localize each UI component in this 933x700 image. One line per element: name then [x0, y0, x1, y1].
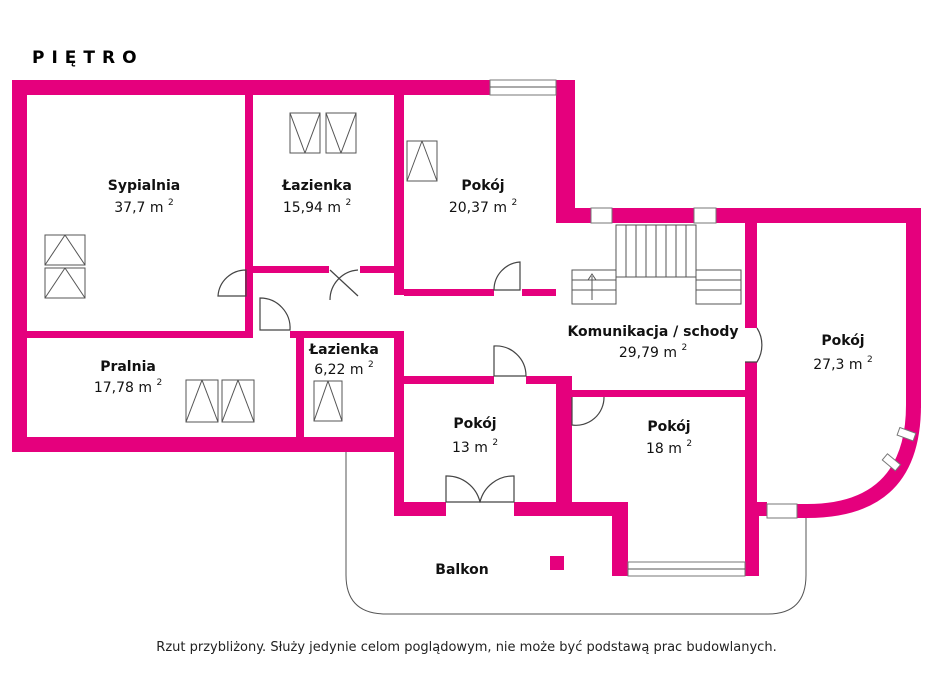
room-pokoj-2: Pokój 27,3 m 2 [813, 333, 872, 373]
balcony-outline [345, 450, 807, 615]
room-name: Pralnia [100, 359, 156, 375]
room-name: Łazienka [308, 342, 379, 358]
room-name: Balkon [435, 562, 488, 578]
room-area: 29,79 m 2 [619, 343, 687, 361]
room-area: 6,22 m 2 [314, 360, 373, 378]
room-area: 17,78 m 2 [94, 378, 162, 396]
curved-wall [797, 405, 921, 518]
room-area: 27,3 m 2 [813, 355, 872, 373]
room-area: 18 m 2 [646, 439, 692, 457]
staircase [571, 224, 742, 305]
room-name: Pokój [461, 178, 504, 194]
doors [217, 261, 763, 503]
room-balkon: Balkon [435, 562, 488, 578]
room-pralnia: Pralnia 17,78 m 2 [94, 359, 162, 396]
walls [12, 80, 921, 576]
windows [489, 79, 917, 577]
room-lazienka-2: Łazienka 6,22 m 2 [308, 342, 379, 378]
room-name: Pokój [647, 419, 690, 435]
room-labels: Sypialnia 37,7 m 2 Łazienka 15,94 m 2 Po… [94, 178, 873, 578]
room-pokoj-4: Pokój 18 m 2 [646, 419, 692, 457]
room-name: Pokój [821, 333, 864, 349]
room-name: Pokój [453, 416, 496, 432]
balcony-post [550, 556, 564, 570]
room-name: Komunikacja / schody [567, 324, 738, 340]
room-lazienka-1: Łazienka 15,94 m 2 [281, 178, 352, 216]
room-pokoj-1: Pokój 20,37 m 2 [449, 178, 517, 216]
room-area: 13 m 2 [452, 438, 498, 456]
room-sypialnia: Sypialnia 37,7 m 2 [108, 178, 181, 216]
floor-title: PIĘTRO [32, 48, 144, 68]
room-area: 20,37 m 2 [449, 198, 517, 216]
skylights [44, 112, 438, 423]
room-name: Łazienka [281, 178, 352, 194]
room-komunikacja: Komunikacja / schody 29,79 m 2 [567, 324, 738, 361]
room-area: 15,94 m 2 [283, 198, 351, 216]
room-name: Sypialnia [108, 178, 181, 194]
room-area: 37,7 m 2 [114, 198, 173, 216]
room-pokoj-3: Pokój 13 m 2 [452, 416, 498, 456]
footer-note: Rzut przybliżony. Służy jedynie celom po… [156, 640, 777, 655]
